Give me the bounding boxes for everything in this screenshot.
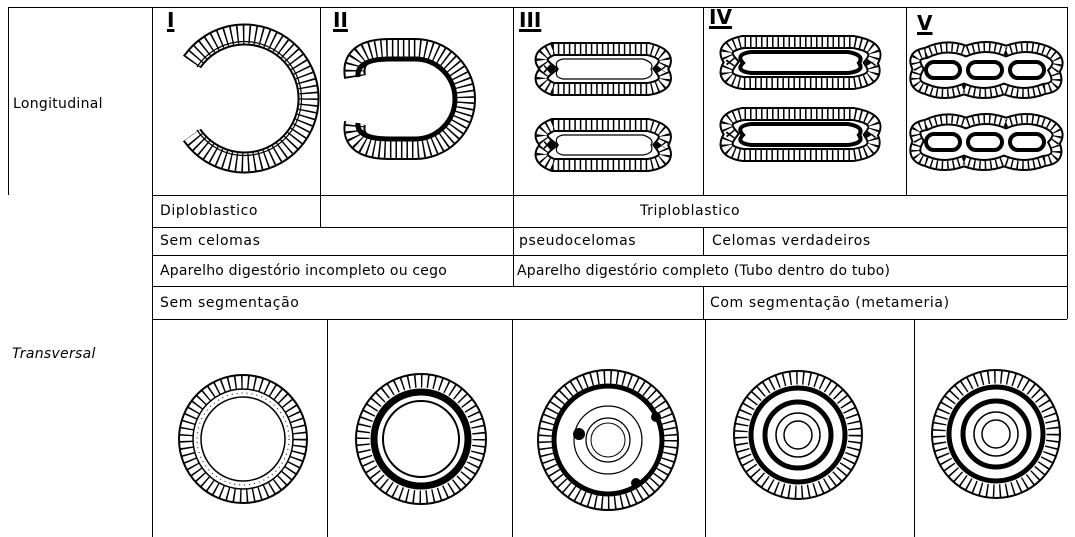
transversal-figure-1 (152, 319, 327, 537)
longitudinal-figure-2 (320, 7, 513, 195)
longitudinal-figure-3 (513, 7, 703, 195)
segmentation-label: Com segmentação (metameria) (710, 295, 950, 311)
row-label-transversal: Transversal (12, 346, 96, 362)
row-divider (152, 255, 1067, 256)
incomplete-digestive-label: Aparelho digestório incompleto ou cego (160, 263, 447, 279)
triploblastic-label: Triploblastico (640, 203, 740, 219)
transversal-figure-4 (705, 319, 914, 537)
longitudinal-figure-1 (152, 7, 320, 195)
transversal-figure-3 (512, 319, 705, 537)
transversal-figure-2 (327, 319, 512, 537)
pseudocoelom-label: pseudocelomas (519, 233, 636, 249)
no-coelom-label: Sem celomas (160, 233, 260, 249)
no-segmentation-label: Sem segmentação (160, 295, 299, 311)
longitudinal-figure-4 (703, 7, 906, 195)
row-divider (152, 286, 1067, 287)
column-divider (703, 227, 704, 255)
column-divider (703, 286, 704, 319)
complete-digestive-label: Aparelho digestório completo (Tubo dentr… (517, 263, 890, 279)
row-divider (152, 227, 1067, 228)
row-label-longitudinal: Longitudinal (13, 96, 103, 112)
longitudinal-figure-5 (906, 7, 1067, 195)
table-right-border (1067, 7, 1068, 319)
diploblastic-label: Diploblastico (160, 203, 258, 219)
true-coelom-label: Celomas verdadeiros (712, 233, 871, 249)
table-left-border (8, 7, 9, 195)
row-divider (152, 195, 1067, 196)
transversal-figure-5 (914, 319, 1067, 537)
